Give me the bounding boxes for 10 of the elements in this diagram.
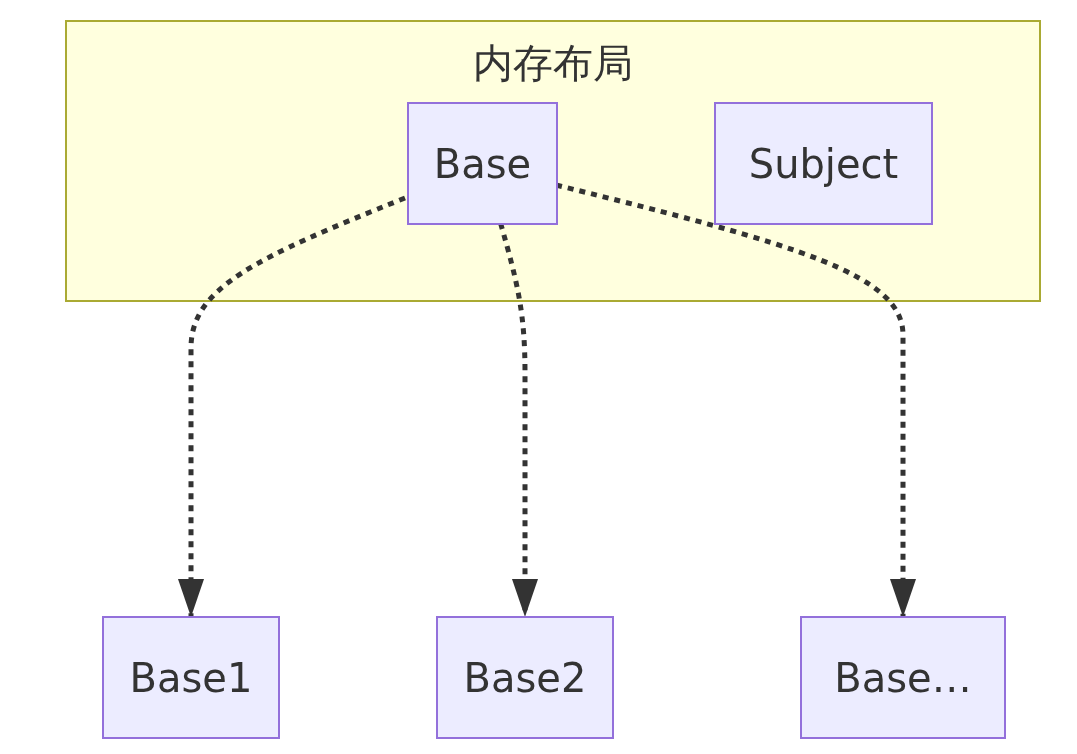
arrow: [178, 195, 406, 617]
group-frame: [65, 20, 1041, 302]
process-box: Base2: [436, 616, 614, 739]
group-title: 内存布局: [472, 39, 634, 88]
process-box: Base…: [800, 616, 1006, 739]
arrow: [498, 222, 538, 617]
process-box: Base: [407, 102, 558, 225]
arrow: [555, 182, 916, 617]
process-box: Subject: [714, 102, 933, 225]
process-box: Base1: [102, 616, 280, 739]
